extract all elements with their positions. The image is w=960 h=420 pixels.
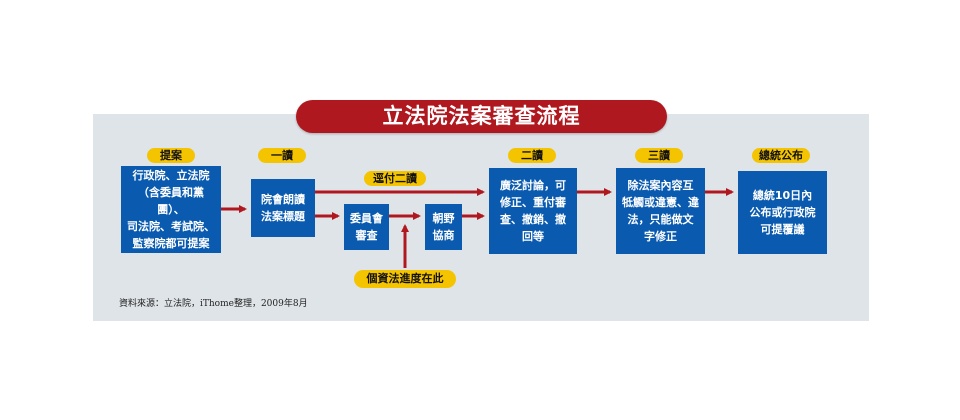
box-negotiation: 朝野 協商 <box>425 204 462 250</box>
tag-third-reading: 三讀 <box>635 148 683 163</box>
tag-first-reading: 一讀 <box>258 148 306 163</box>
tag-second-reading: 二讀 <box>508 148 556 163</box>
box-first-reading: 院會朗讀 法案標題 <box>251 179 315 237</box>
tag-propose: 提案 <box>147 148 195 163</box>
box-committee-review: 委員會 審查 <box>344 204 389 250</box>
box-third-reading: 除法案內容互 牴觸或違憲、違 法，只能做文 字修正 <box>616 168 705 254</box>
tag-promulgate: 總統公布 <box>752 148 810 163</box>
tag-individual-progress: 個資法進度在此 <box>354 270 456 288</box>
box-propose: 行政院、立法院 （含委員和黨團）、 司法院、考試院、 監察院都可提案 <box>121 166 221 253</box>
tag-refer-second-reading: 逕付二讀 <box>364 171 426 186</box>
box-promulgate: 總統10日內 公布或行政院 可提覆議 <box>738 171 827 254</box>
box-second-reading: 廣泛討論，可 修正、重付審 查、撤銷、撤 回等 <box>489 168 577 254</box>
source-note: 資料來源：立法院，iThome整理，2009年8月 <box>119 299 308 309</box>
diagram-title: 立法院法案審查流程 <box>296 100 667 133</box>
